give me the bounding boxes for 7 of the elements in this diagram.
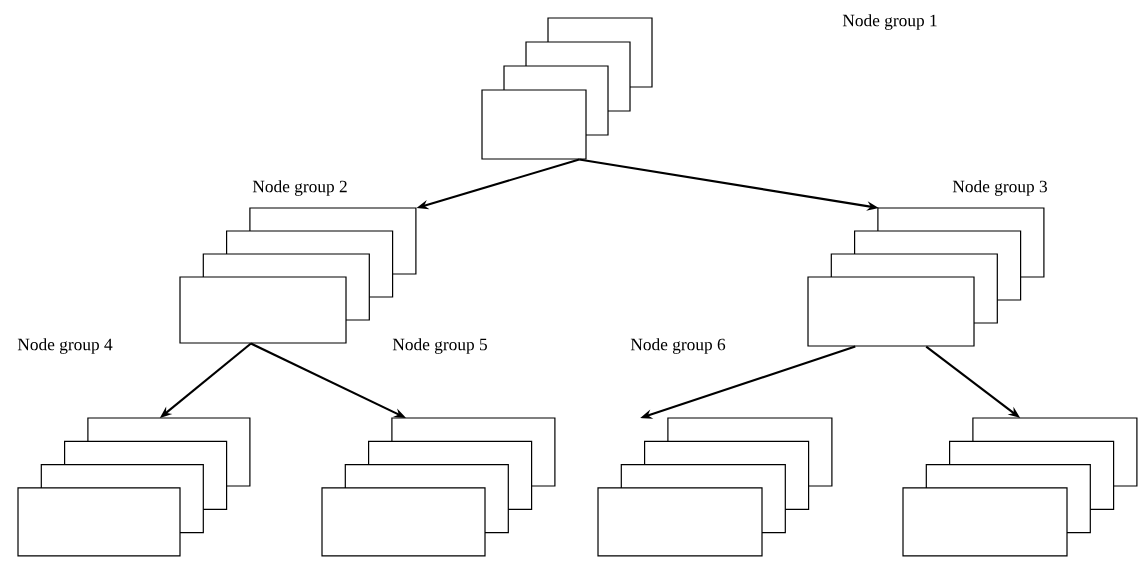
group-label: Node group 5	[392, 338, 487, 354]
group-label: Node group 1	[842, 14, 937, 30]
group-label: Node group 4	[17, 338, 113, 354]
box-stack	[902, 417, 1138, 557]
group-label: Node group 6	[630, 338, 726, 354]
group-label: Node group 2	[252, 180, 347, 196]
group-label: Node group 3	[952, 180, 1047, 196]
